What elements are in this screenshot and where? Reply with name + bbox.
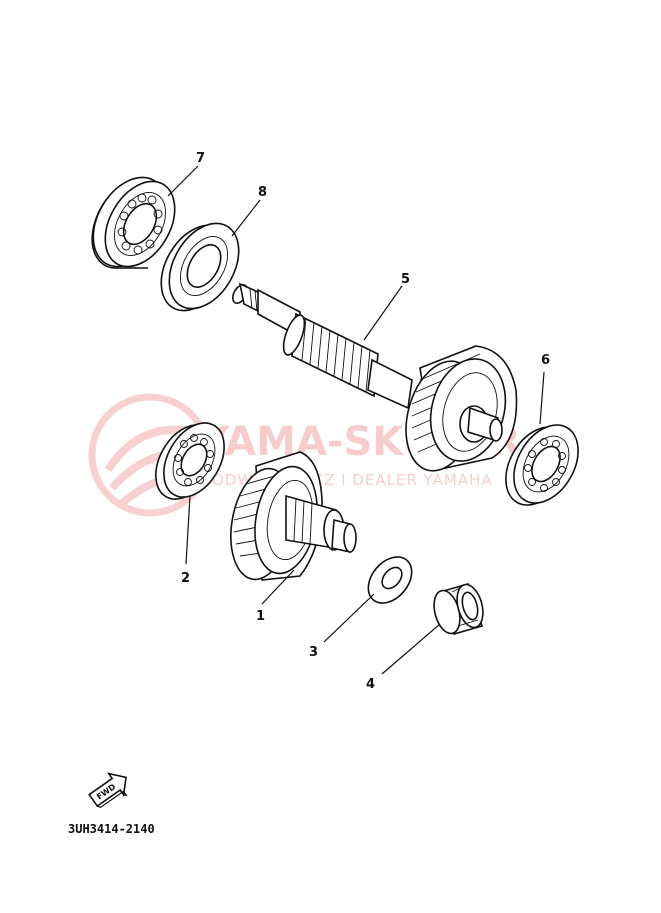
part-2-bearing — [155, 422, 225, 500]
leader-1 — [261, 569, 295, 605]
leader-3 — [323, 593, 375, 643]
part-3-washer — [367, 556, 413, 604]
part-8-oil-seal — [160, 222, 240, 312]
leader-7 — [167, 165, 199, 197]
leader-lines — [167, 165, 545, 675]
leader-8 — [231, 199, 261, 237]
callout-8: 8 — [258, 185, 267, 200]
figure-code: 3UH3414-2140 — [68, 822, 155, 836]
part-5-main-shaft — [231, 282, 518, 472]
callout-6: 6 — [541, 353, 550, 368]
part-7-bearing — [91, 176, 176, 269]
callout-4: 4 — [366, 677, 375, 692]
callout-1: 1 — [256, 609, 265, 624]
callout-3: 3 — [309, 645, 318, 660]
leader-2 — [185, 495, 191, 565]
leader-6 — [539, 371, 545, 425]
part-4-needle-bearing — [433, 583, 484, 635]
part-1-gear — [230, 451, 357, 581]
leader-5 — [363, 285, 403, 341]
callout-7: 7 — [196, 151, 205, 166]
leader-4 — [381, 623, 441, 675]
part-6-bearing — [505, 424, 579, 506]
fwd-arrow: FWD — [88, 772, 128, 809]
callouts: 7 8 5 6 2 1 3 4 — [181, 151, 550, 692]
callout-5: 5 — [401, 272, 410, 287]
callout-2: 2 — [181, 571, 190, 586]
